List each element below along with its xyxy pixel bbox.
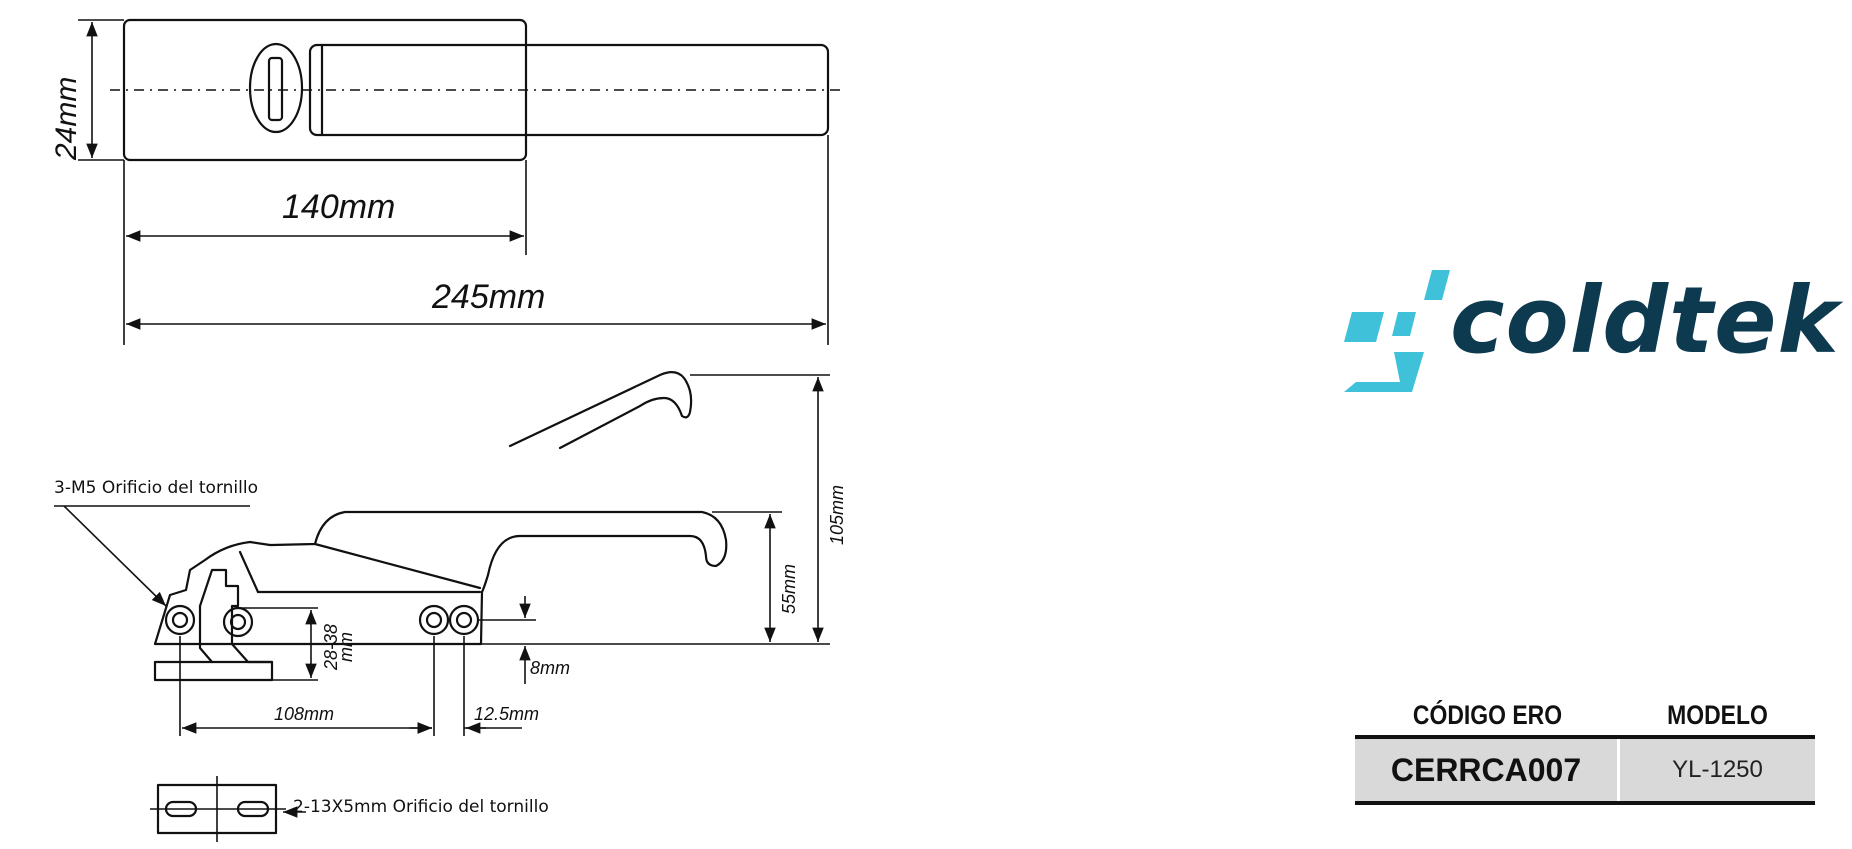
dim-24mm: 24mm <box>50 77 83 161</box>
dim-245mm: 245mm <box>431 278 545 316</box>
slot-plate-view: 2-13X5mm Orificio del tornillo <box>150 776 549 842</box>
screw-hole <box>448 604 480 636</box>
open-handle-outline <box>508 371 693 450</box>
dim-140mm: 140mm <box>282 188 395 226</box>
lock-cylinder <box>248 42 304 134</box>
dim-12-5mm: 12.5mm <box>474 704 539 724</box>
spec-table-row: CERRCA007 YL-1250 <box>1355 735 1815 805</box>
screw-hole <box>418 604 450 636</box>
lightning-bolt-icon <box>1344 270 1450 392</box>
dim-28-38: 28-38 <box>321 624 341 671</box>
header-codigo: CÓDIGO ERO <box>1412 699 1563 730</box>
slot-hole <box>164 800 198 818</box>
spec-table-header: CÓDIGO ERO MODELO <box>1355 695 1815 735</box>
cell-modelo: YL-1250 <box>1620 739 1815 801</box>
dim-55mm: 55mm <box>779 564 799 614</box>
brand-logo-text: coldtek <box>1450 267 1840 374</box>
dim-105mm: 105mm <box>827 485 847 545</box>
mounting-foot <box>153 660 274 682</box>
slot-hole <box>236 800 270 818</box>
latch-body-outline <box>153 510 728 646</box>
screw-hole <box>164 604 196 636</box>
spec-table: CÓDIGO ERO MODELO CERRCA007 YL-1250 <box>1355 695 1815 805</box>
cell-codigo: CERRCA007 <box>1355 739 1620 801</box>
top-view: 24mm 140mm 245mm <box>50 18 846 345</box>
hinge-bracket <box>198 568 274 664</box>
note-screw-holes: 3-M5 Orificio del tornillo <box>54 478 258 498</box>
header-modelo: MODELO <box>1667 699 1768 730</box>
screw-hole <box>222 606 254 638</box>
dim-8mm: 8mm <box>530 658 570 678</box>
note-slot-holes: 2-13X5mm Orificio del tornillo <box>293 797 549 817</box>
dim-108mm: 108mm <box>274 704 334 724</box>
dim-28-38-unit: mm <box>336 632 356 662</box>
side-view: 105mm 55mm 28-38 mm 8mm 108mm 12.5mm 3-M… <box>54 371 847 736</box>
